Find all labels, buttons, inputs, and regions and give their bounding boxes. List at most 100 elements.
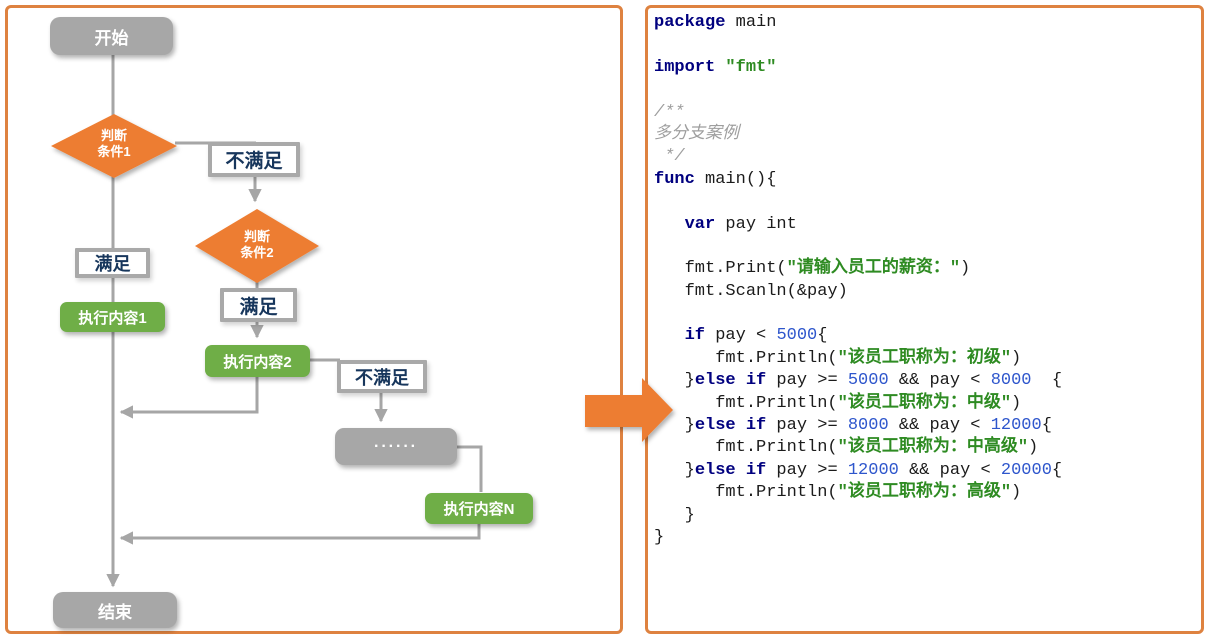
branch-label-not-satisfied-2: 不满足 xyxy=(337,360,427,393)
code-token-kw: else if xyxy=(694,460,767,480)
code-line: func main(){ xyxy=(654,169,1062,191)
code-token-pln: { xyxy=(1051,460,1063,480)
code-block: package main import "fmt" /**多分支案例 */fun… xyxy=(654,12,1062,549)
ellipsis-node: ······ xyxy=(335,428,457,465)
processN-node: 执行内容N xyxy=(425,493,533,524)
decision1-label-line1: 判断 xyxy=(100,128,127,143)
end-node: 结束 xyxy=(53,592,177,628)
code-line xyxy=(654,303,1062,325)
code-token-pln: ) xyxy=(1011,348,1022,368)
not-satisfied2-text: 不满足 xyxy=(355,367,409,388)
code-line: }else if pay >= 8000 && pay < 12000{ xyxy=(654,415,1062,437)
decision1-diamond xyxy=(51,114,177,178)
code-token-kw: else if xyxy=(694,371,767,391)
code-token-num: 12000 xyxy=(847,460,899,480)
code-token-pln: && pay < xyxy=(888,416,991,436)
code-token-pln: } xyxy=(654,371,695,391)
edge-process2-merge xyxy=(119,376,259,419)
code-token-pln: ) xyxy=(1011,483,1022,503)
code-line: }else if pay >= 5000 && pay < 8000 { xyxy=(654,370,1063,392)
satisfied2-text: 满足 xyxy=(239,296,278,318)
code-line: */ xyxy=(654,146,1062,168)
code-token-str: "该员工职称为：高级" xyxy=(837,483,1012,503)
code-token-pln xyxy=(715,58,725,77)
code-line xyxy=(654,236,1062,258)
code-token-str: "请输入员工的薪资：" xyxy=(786,259,961,279)
code-line: fmt.Scanln(&pay) xyxy=(654,281,1062,303)
code-token-pln: { xyxy=(1041,416,1052,436)
code-token-pln: { xyxy=(1031,371,1063,391)
code-token-pln: fmt.Println( xyxy=(654,348,838,368)
code-token-pln: && pay < xyxy=(898,460,1001,480)
end-label: 结束 xyxy=(98,602,132,622)
code-token-pln: ) xyxy=(1011,393,1022,413)
code-token-num: 8000 xyxy=(847,416,889,436)
code-token-str: "该员工职称为：初级" xyxy=(837,348,1012,368)
decision1-label-line2: 条件1 xyxy=(97,144,131,159)
code-token-str: "fmt" xyxy=(725,57,777,77)
process1-label: 执行内容1 xyxy=(78,309,147,327)
code-token-pln: ) xyxy=(960,259,971,279)
code-token-pln: } xyxy=(654,527,665,547)
code-token-cmt: 多分支案例 xyxy=(654,124,739,144)
code-line: fmt.Print("请输入员工的薪资：") xyxy=(654,258,1062,280)
code-token-kw: func xyxy=(654,169,695,189)
code-token-pln: fmt.Print( xyxy=(654,259,787,279)
process2-node: 执行内容2 xyxy=(205,345,310,377)
code-line: if pay < 5000{ xyxy=(654,325,1062,347)
edge-processN-merge xyxy=(119,522,481,545)
branch-label-satisfied-2: 满足 xyxy=(220,288,297,322)
decision2-label-line1: 判断 xyxy=(243,229,270,244)
start-node: 开始 xyxy=(50,17,173,55)
code-token-pln: pay >= xyxy=(766,416,848,436)
code-line: }else if pay >= 12000 && pay < 20000{ xyxy=(654,460,1063,482)
code-token-kw: var xyxy=(684,214,716,234)
code-token-pln: ) xyxy=(1028,438,1039,458)
code-token-pln: } xyxy=(654,460,695,480)
branch-label-satisfied-1: 满足 xyxy=(75,248,150,278)
code-line: package main xyxy=(654,12,1062,34)
process1-node: 执行内容1 xyxy=(60,302,165,332)
code-line: /** xyxy=(654,102,1062,124)
code-line xyxy=(654,191,1062,213)
code-token-pln: pay >= xyxy=(766,460,848,480)
decision2-label-line2: 条件2 xyxy=(240,245,274,260)
code-line xyxy=(654,34,1062,56)
branch-label-not-satisfied-1: 不满足 xyxy=(208,142,300,177)
code-token-kw: if xyxy=(684,326,706,346)
code-panel: package main import "fmt" /**多分支案例 */fun… xyxy=(645,5,1204,634)
code-token-str: "该员工职称为：中级" xyxy=(837,393,1012,413)
code-token-pln: fmt.Println( xyxy=(654,483,838,503)
code-token-pln: fmt.Scanln(&pay) xyxy=(654,281,848,301)
code-token-pln: fmt.Println( xyxy=(654,438,838,458)
code-token-str: "该员工职称为：中高级" xyxy=(837,438,1029,458)
code-line: 多分支案例 xyxy=(654,124,1062,146)
decision2-diamond xyxy=(195,209,319,283)
code-token-cmt: /** xyxy=(654,102,685,122)
code-line xyxy=(654,79,1062,101)
code-line: } xyxy=(654,505,1062,527)
code-line: fmt.Println("该员工职称为：中高级") xyxy=(654,437,1062,459)
code-line: } xyxy=(654,527,1062,549)
code-token-pln: { xyxy=(817,326,828,346)
code-line: var pay int xyxy=(654,214,1062,236)
code-line: fmt.Println("该员工职称为：中级") xyxy=(654,393,1062,415)
code-token-pln: fmt.Println( xyxy=(654,393,838,413)
ellipsis-label: ······ xyxy=(374,437,418,455)
code-token-num: 8000 xyxy=(990,371,1032,391)
code-token-kw: import xyxy=(654,57,716,77)
code-token-kw: else if xyxy=(694,416,767,436)
not-satisfied1-text: 不满足 xyxy=(225,151,283,172)
code-token-pln: } xyxy=(654,505,695,525)
code-token-pln: pay < xyxy=(705,326,777,346)
code-token-pln xyxy=(654,215,685,234)
start-label: 开始 xyxy=(94,28,129,48)
code-token-num: 5000 xyxy=(847,371,889,391)
code-token-num: 5000 xyxy=(776,326,818,346)
code-token-num: 12000 xyxy=(990,416,1042,436)
code-token-pln xyxy=(654,326,685,345)
process2-label: 执行内容2 xyxy=(223,353,292,371)
decision2-label: 判断 条件2 xyxy=(217,229,297,261)
